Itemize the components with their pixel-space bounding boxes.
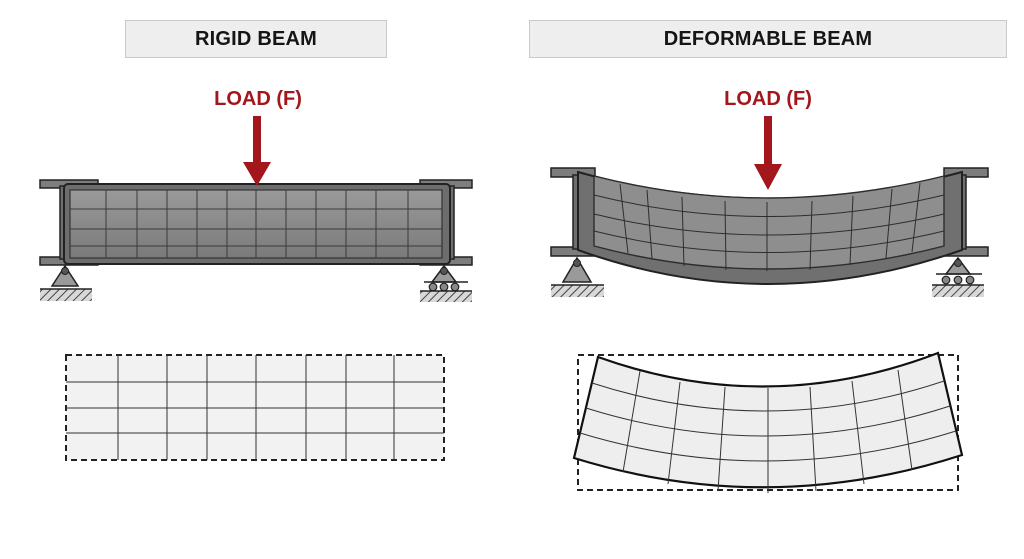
- rigid-beam-title: RIGID BEAM: [125, 20, 387, 58]
- deformable-beam-deformed-shape: [572, 351, 964, 493]
- rigid-beam-assembly: [39, 116, 473, 302]
- deformable-load-label: LOAD (F): [724, 88, 812, 110]
- deformable-beam-assembly: [550, 116, 989, 297]
- deformable-beam-grid: [593, 182, 945, 271]
- rigid-beam-grid: [70, 190, 442, 258]
- rigid-load-arrow: [243, 116, 271, 186]
- rigid-pin-support-icon: [40, 264, 92, 301]
- deformable-pin-support-icon: [551, 256, 604, 297]
- deformable-beam-title: DEFORMABLE BEAM: [529, 20, 1007, 58]
- rigid-load-label: LOAD (F): [214, 88, 302, 110]
- deformable-roller-support-icon: [932, 256, 984, 297]
- rigid-roller-support-icon: [420, 264, 472, 302]
- deformable-load-arrow: [754, 116, 782, 190]
- rigid-beam-undeformed-shape: [65, 354, 445, 461]
